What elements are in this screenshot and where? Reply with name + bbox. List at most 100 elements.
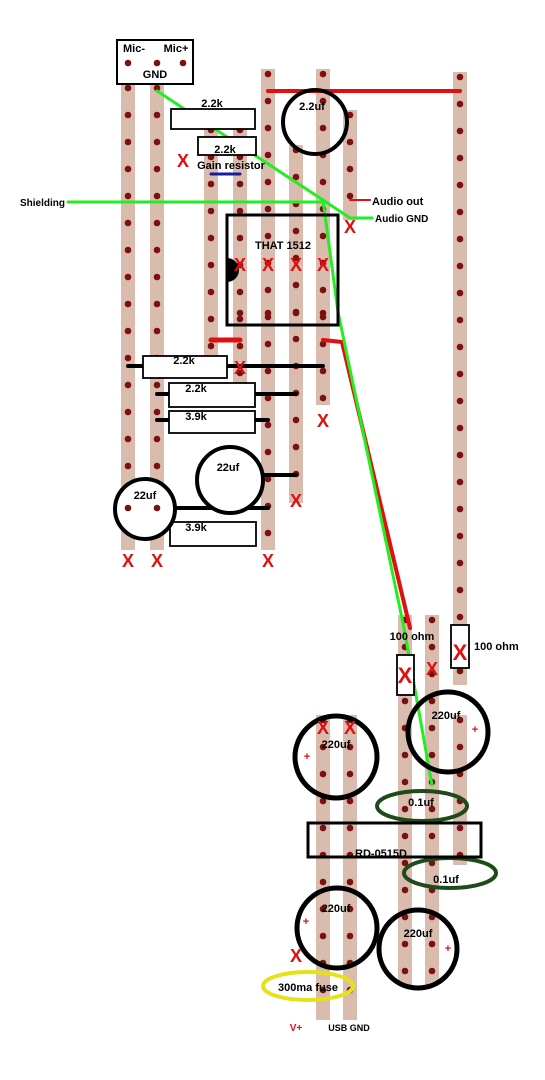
strip-col-11-hole — [346, 905, 354, 913]
strip-col-7-hole — [319, 286, 327, 294]
strip-col-5-hole — [264, 421, 272, 429]
strip-col-2-hole — [153, 165, 161, 173]
strip-col-9-hole — [456, 316, 464, 324]
mic-connector-pin — [124, 59, 132, 67]
strip-col-13-hole — [428, 697, 436, 705]
mic-connector-pin — [179, 59, 187, 67]
resistor-2k2-b-label: 2.2k — [214, 144, 236, 156]
strip-col-2-hole — [153, 246, 161, 254]
strip-col-13-hole — [428, 751, 436, 759]
strip-col-12-hole — [401, 940, 409, 948]
strip-col-9-hole — [456, 505, 464, 513]
strip-col-6-hole — [292, 227, 300, 235]
strip-col-9-hole — [456, 424, 464, 432]
strip-col-11 — [343, 715, 357, 1020]
strip-col-9-hole — [456, 235, 464, 243]
strip-col-9-hole — [456, 532, 464, 540]
polarity-plus-mark: + — [445, 943, 451, 955]
strip-cut-x-mark: X — [317, 411, 329, 431]
strip-col-3-hole — [207, 180, 215, 188]
strip-col-3-hole — [207, 315, 215, 323]
strip-col-13-hole — [428, 643, 436, 651]
fuse-label: 300ma fuse — [278, 982, 338, 994]
strip-col-1-hole — [124, 462, 132, 470]
strip-col-2-hole — [153, 435, 161, 443]
strip-col-2 — [150, 83, 164, 550]
strip-cut-x-mark: X — [398, 663, 413, 688]
strip-col-8-hole — [346, 138, 354, 146]
strip-col-10 — [316, 715, 330, 1020]
cap-220u-b-label: 220uf — [322, 739, 351, 751]
strip-col-9-hole — [456, 289, 464, 297]
cap-2u2-ring — [281, 88, 349, 156]
strip-col-7-hole — [319, 97, 327, 105]
strip-col-10-hole — [319, 905, 327, 913]
strip-col-8 — [343, 110, 357, 220]
resistor-100-b-label: 100 ohm — [474, 641, 519, 653]
strip-col-9-hole — [456, 73, 464, 81]
strip-col-14-hole — [456, 743, 464, 751]
strip-col-5-hole — [264, 97, 272, 105]
strip-col-13-hole — [428, 724, 436, 732]
strip-col-4-hole — [236, 234, 244, 242]
strip-col-5-hole — [264, 151, 272, 159]
strip-col-5-hole — [264, 475, 272, 483]
strip-col-9-hole — [456, 478, 464, 486]
strip-col-10-hole — [319, 986, 327, 994]
strip-col-5-hole — [264, 205, 272, 213]
strip-col-9-hole — [456, 613, 464, 621]
strip-cut-x-mark: X — [344, 217, 356, 237]
strip-col-5-hole — [264, 529, 272, 537]
ic-notch — [227, 258, 239, 282]
strip-col-9-hole — [456, 451, 464, 459]
strip-cut-x-mark: X — [234, 358, 246, 378]
strip-col-6-hole — [292, 254, 300, 262]
strip-col-12 — [398, 615, 412, 985]
strip-col-1-hole — [124, 192, 132, 200]
strip-col-14-hole — [456, 824, 464, 832]
resistor-3k9-b-label: 3.9k — [185, 522, 207, 534]
strip-col-11-hole — [346, 932, 354, 940]
strip-col-9-hole — [456, 397, 464, 405]
strip-col-4-hole — [236, 315, 244, 323]
polarity-plus-mark: + — [304, 751, 310, 763]
shielding-label: Shielding — [20, 198, 65, 209]
strip-cut-x-mark: X — [262, 255, 274, 275]
strip-col-9-hole — [456, 154, 464, 162]
strip-col-4-hole — [236, 288, 244, 296]
strip-col-2-hole — [153, 138, 161, 146]
resistor-2k2-d-label: 2.2k — [185, 383, 207, 395]
components — [113, 39, 498, 1002]
strip-col-2-hole — [153, 327, 161, 335]
cap-22u-a-label: 22uf — [217, 462, 240, 474]
strip-col-9-hole — [456, 343, 464, 351]
strip-col-3-hole — [207, 261, 215, 269]
strip-col-14-hole — [456, 716, 464, 724]
strip-col-10-hole — [319, 932, 327, 940]
strip-col-12-hole — [401, 805, 409, 813]
cap-22u-b-ring — [113, 477, 177, 541]
strip-col-5-hole — [264, 232, 272, 240]
strip-col-13-hole — [428, 967, 436, 975]
strip-col-11-hole — [346, 770, 354, 778]
strip-col-6-hole — [292, 335, 300, 343]
strip-col-7-hole — [319, 178, 327, 186]
strip-col-8-hole — [346, 192, 354, 200]
strip-col-9-hole — [456, 100, 464, 108]
strip-cut-x-mark: X — [344, 718, 356, 738]
strip-col-13 — [425, 615, 439, 985]
strip-col-5 — [261, 69, 275, 550]
strip-col-7-hole — [319, 367, 327, 375]
strip-col-3-hole — [207, 207, 215, 215]
strip-col-6-hole — [292, 173, 300, 181]
usb-gnd-label: USB GND — [328, 1023, 370, 1033]
strip-col-5-hole — [264, 124, 272, 132]
strip-col-11-hole — [346, 743, 354, 751]
strip-col-12-hole — [401, 751, 409, 759]
strip-col-5-hole — [264, 340, 272, 348]
strip-cut-x-mark: X — [234, 255, 246, 275]
strip-col-2-hole — [153, 381, 161, 389]
strip-col-1-hole — [124, 435, 132, 443]
